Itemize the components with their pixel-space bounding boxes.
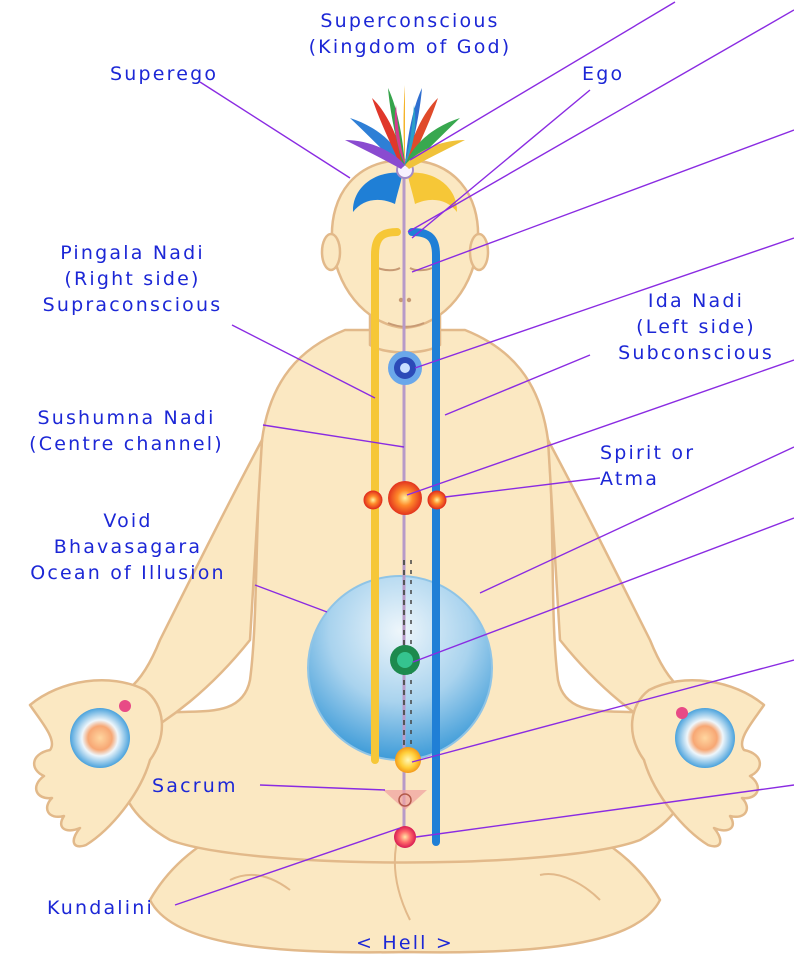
- ida-line-2: (Left side): [598, 314, 794, 340]
- ida-label: Ida Nadi (Left side) Subconscious: [598, 288, 794, 366]
- hell-label: < Hell >: [330, 930, 480, 956]
- sushumna-line-1: Sushumna Nadi: [4, 405, 249, 431]
- void-line-1: Void: [4, 508, 252, 534]
- ego-label: Ego: [582, 61, 624, 87]
- spirit-line-2: Atma: [600, 466, 695, 492]
- sushumna-label: Sushumna Nadi (Centre channel): [4, 405, 249, 457]
- superconscious-line-1: Superconscious: [285, 8, 535, 34]
- void-label: Void Bhavasagara Ocean of Illusion: [4, 508, 252, 586]
- void-line-3: Ocean of Illusion: [4, 560, 252, 586]
- superconscious-label: Superconscious (Kingdom of God): [285, 8, 535, 60]
- ida-line-1: Ida Nadi: [598, 288, 794, 314]
- navel-chakra-icon: [390, 645, 420, 675]
- kundalini-label: Kundalini: [47, 895, 154, 921]
- sushumna-line-2: (Centre channel): [4, 431, 249, 457]
- ida-line-3: Subconscious: [598, 340, 794, 366]
- void-line-2: Bhavasagara: [4, 534, 252, 560]
- lotus-crown-icon: [345, 85, 465, 169]
- pingala-label: Pingala Nadi (Right side) Supraconscious: [20, 240, 245, 318]
- superego-label: Superego: [110, 61, 218, 87]
- sacrum-label: Sacrum: [152, 773, 238, 799]
- spirit-line-1: Spirit or: [600, 440, 695, 466]
- pingala-line-1: Pingala Nadi: [20, 240, 245, 266]
- pingala-line-3: Supraconscious: [20, 292, 245, 318]
- spirit-label: Spirit or Atma: [600, 440, 695, 492]
- superconscious-line-2: (Kingdom of God): [285, 34, 535, 60]
- pingala-line-2: (Right side): [20, 266, 245, 292]
